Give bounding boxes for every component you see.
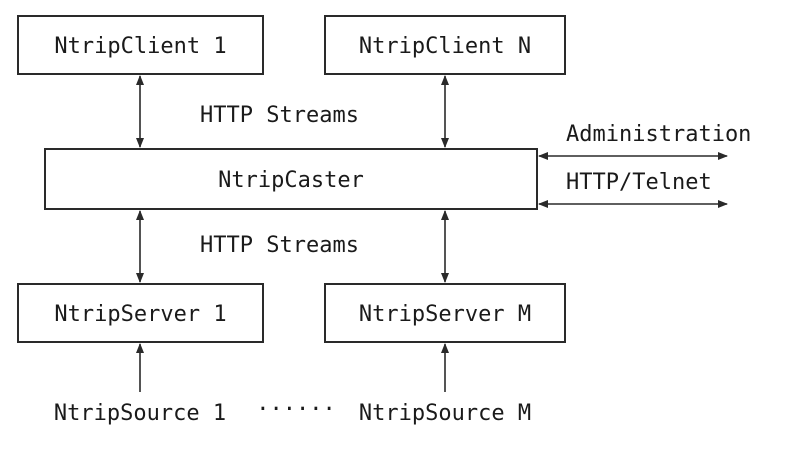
http-telnet-label: HTTP/Telnet	[566, 170, 712, 195]
sources-ellipsis: ······	[256, 397, 335, 422]
ntrip-server-1-label: NtripServer 1	[54, 302, 226, 327]
lower-http-streams-label: HTTP Streams	[200, 233, 359, 258]
ntrip-server-1-box: NtripServer 1	[17, 283, 264, 343]
ntrip-caster-label: NtripCaster	[218, 168, 364, 193]
upper-http-streams-label: HTTP Streams	[200, 103, 359, 128]
ntrip-server-m-box: NtripServer M	[324, 283, 566, 343]
administration-label: Administration	[566, 122, 751, 147]
ntrip-client-1-label: NtripClient 1	[54, 34, 226, 59]
ntrip-client-1-box: NtripClient 1	[17, 15, 264, 75]
ntrip-caster-box: NtripCaster	[44, 148, 538, 210]
ntrip-source-m-label: NtripSource M	[359, 401, 531, 426]
ntrip-source-1-label: NtripSource 1	[54, 401, 226, 426]
ntrip-client-n-label: NtripClient N	[359, 34, 531, 59]
ntrip-client-n-box: NtripClient N	[324, 15, 566, 75]
ntrip-server-m-label: NtripServer M	[359, 302, 531, 327]
